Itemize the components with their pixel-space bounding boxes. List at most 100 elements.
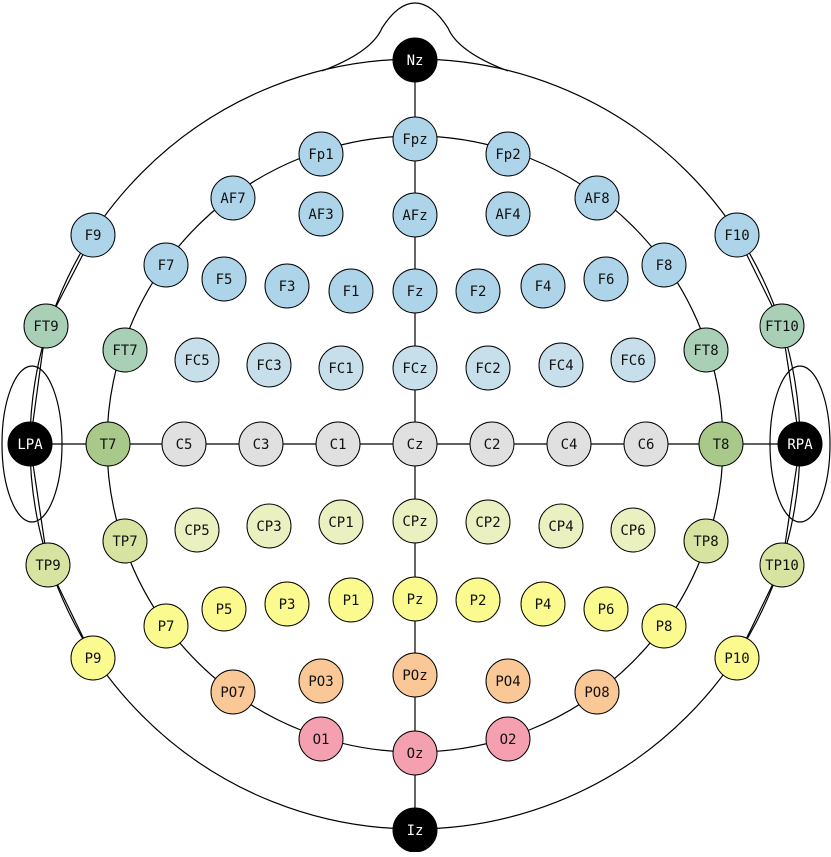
electrode-marker-tp7 bbox=[102, 518, 148, 564]
electrode-marker-f8 bbox=[641, 242, 687, 288]
electrode-label-nz: Nz bbox=[407, 53, 424, 69]
electrode-f7: F7 bbox=[143, 242, 189, 288]
electrode-label-cp3: CP3 bbox=[256, 519, 281, 535]
electrode-fz: Fz bbox=[392, 268, 438, 314]
electrode-label-p10: P10 bbox=[724, 651, 749, 667]
electrode-cp5: CP5 bbox=[174, 507, 220, 553]
electrode-marker-p8 bbox=[641, 603, 687, 649]
electrode-label-p5: P5 bbox=[216, 602, 233, 618]
electrode-marker-f5 bbox=[201, 256, 247, 302]
electrode-marker-f2 bbox=[455, 268, 501, 314]
electrode-cp4: CP4 bbox=[538, 503, 584, 549]
electrode-o2: O2 bbox=[485, 716, 531, 762]
electrode-label-f10: F10 bbox=[724, 228, 749, 244]
electrode-label-p4: P4 bbox=[535, 597, 552, 613]
electrode-marker-tp9 bbox=[25, 542, 71, 588]
electrode-marker-po7 bbox=[210, 669, 256, 715]
electrode-marker-pz bbox=[392, 576, 438, 622]
electrode-marker-p10 bbox=[714, 635, 760, 681]
electrode-marker-cp5 bbox=[174, 507, 220, 553]
electrode-label-fc1: FC1 bbox=[328, 361, 353, 377]
electrode-marker-cp1 bbox=[318, 499, 364, 545]
electrode-marker-c5 bbox=[161, 421, 207, 467]
electrode-label-c5: C5 bbox=[176, 437, 193, 453]
electrode-po3: PO3 bbox=[298, 658, 344, 704]
electrode-label-fc3: FC3 bbox=[256, 358, 281, 374]
electrode-f1: F1 bbox=[328, 268, 374, 314]
electrode-label-fc5: FC5 bbox=[184, 353, 209, 369]
electrode-f9: F9 bbox=[70, 212, 116, 258]
electrode-marker-t8 bbox=[698, 421, 744, 467]
electrode-label-fp2: Fp2 bbox=[495, 147, 520, 163]
electrode-rpa: RPA bbox=[777, 421, 823, 467]
electrode-label-af8: AF8 bbox=[584, 191, 609, 207]
electrode-label-af3: AF3 bbox=[308, 207, 333, 223]
electrode-marker-p7 bbox=[143, 603, 189, 649]
electrode-fc1: FC1 bbox=[318, 345, 364, 391]
electrode-p10: P10 bbox=[714, 635, 760, 681]
electrode-tp8: TP8 bbox=[683, 518, 729, 564]
electrode-f10: F10 bbox=[714, 212, 760, 258]
electrode-marker-f4 bbox=[520, 263, 566, 309]
electrode-cp2: CP2 bbox=[465, 499, 511, 545]
electrode-label-ft7: FT7 bbox=[112, 343, 137, 359]
electrode-marker-p6 bbox=[583, 586, 629, 632]
electrode-label-c6: C6 bbox=[638, 437, 655, 453]
electrode-marker-fc5 bbox=[174, 337, 220, 383]
electrode-cp3: CP3 bbox=[246, 503, 292, 549]
electrode-p2: P2 bbox=[455, 577, 501, 623]
electrode-marker-afz bbox=[392, 192, 438, 238]
electrode-label-fc2: FC2 bbox=[475, 361, 500, 377]
electrode-label-po7: PO7 bbox=[220, 685, 245, 701]
electrode-label-f1: F1 bbox=[343, 284, 360, 300]
electrode-marker-t7 bbox=[85, 421, 131, 467]
electrode-marker-fc3 bbox=[246, 342, 292, 388]
electrode-marker-cp6 bbox=[610, 507, 656, 553]
electrode-label-tp7: TP7 bbox=[112, 534, 137, 550]
electrode-marker-cp4 bbox=[538, 503, 584, 549]
electrode-label-ft10: FT10 bbox=[765, 319, 799, 335]
electrode-label-f8: F8 bbox=[656, 258, 673, 274]
electrode-label-o1: O1 bbox=[313, 732, 330, 748]
electrode-cp6: CP6 bbox=[610, 507, 656, 553]
electrode-f8: F8 bbox=[641, 242, 687, 288]
electrode-p9: P9 bbox=[70, 635, 116, 681]
electrode-p6: P6 bbox=[583, 586, 629, 632]
electrode-marker-po4 bbox=[485, 658, 531, 704]
electrode-cpz: CPz bbox=[392, 498, 438, 544]
electrode-marker-c2 bbox=[469, 421, 515, 467]
electrode-tp9: TP9 bbox=[25, 542, 71, 588]
electrode-marker-c6 bbox=[623, 421, 669, 467]
electrode-label-f5: F5 bbox=[216, 272, 233, 288]
electrode-marker-fc4 bbox=[538, 342, 584, 388]
electrode-marker-fc6 bbox=[610, 337, 656, 383]
electrode-marker-ft9 bbox=[23, 303, 69, 349]
electrode-marker-ft7 bbox=[102, 327, 148, 373]
electrode-p3: P3 bbox=[264, 581, 310, 627]
electrode-f6: F6 bbox=[583, 256, 629, 302]
electrode-label-f7: F7 bbox=[158, 258, 175, 274]
electrode-marker-p2 bbox=[455, 577, 501, 623]
electrode-label-p6: P6 bbox=[598, 602, 615, 618]
electrode-ft9: FT9 bbox=[23, 303, 69, 349]
electrode-f2: F2 bbox=[455, 268, 501, 314]
electrode-pz: Pz bbox=[392, 576, 438, 622]
electrode-fc6: FC6 bbox=[610, 337, 656, 383]
electrode-af4: AF4 bbox=[485, 191, 531, 237]
electrode-cz: Cz bbox=[392, 421, 438, 467]
electrode-label-iz: Iz bbox=[407, 823, 424, 839]
electrode-marker-af7 bbox=[210, 175, 256, 221]
electrode-label-cpz: CPz bbox=[402, 514, 427, 530]
electrode-marker-cpz bbox=[392, 498, 438, 544]
electrode-marker-fp1 bbox=[298, 131, 344, 177]
electrode-o1: O1 bbox=[298, 716, 344, 762]
electrode-label-tp10: TP10 bbox=[765, 558, 799, 574]
electrode-marker-p5 bbox=[201, 586, 247, 632]
electrode-label-p7: P7 bbox=[158, 619, 175, 635]
electrode-marker-oz bbox=[392, 730, 438, 776]
electrode-af7: AF7 bbox=[210, 175, 256, 221]
electrode-label-cz: Cz bbox=[407, 437, 424, 453]
electrode-po8: PO8 bbox=[574, 669, 620, 715]
